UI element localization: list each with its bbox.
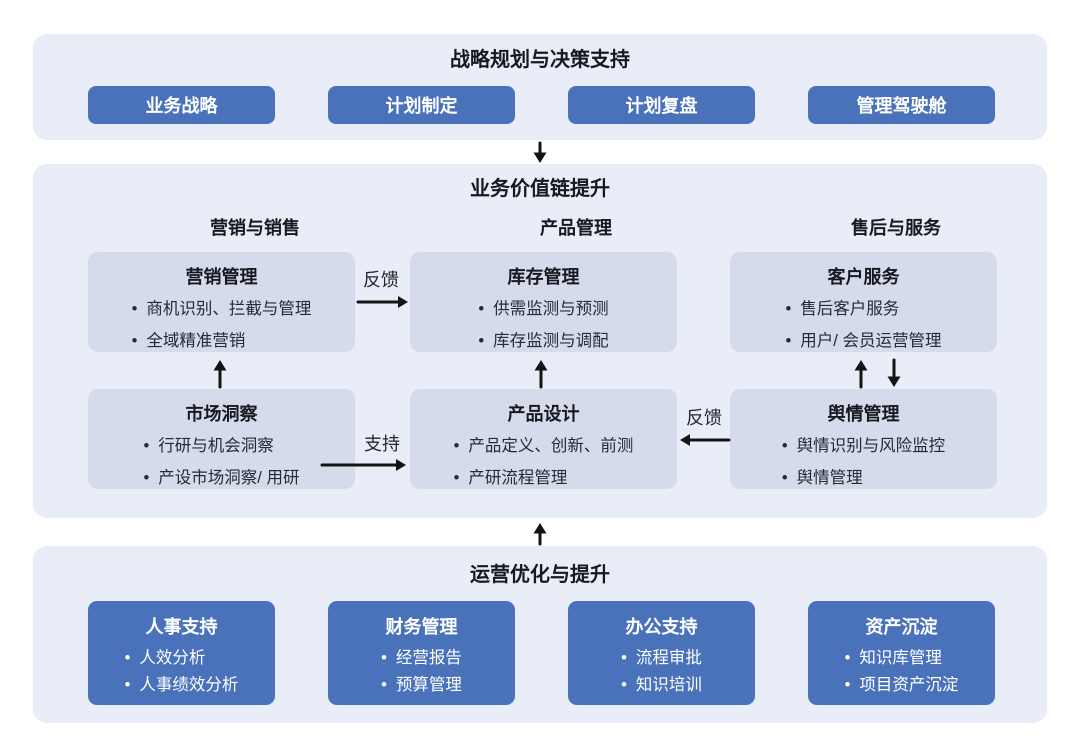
box-bullets: 售后客户服务 用户/ 会员运营管理: [786, 293, 942, 357]
box-hr-support: 人事支持 人效分析 人事绩效分析: [88, 601, 275, 705]
box-office-support: 办公支持 流程审批 知识培训: [568, 601, 755, 705]
box-finance-management: 财务管理 经营报告 预算管理: [328, 601, 515, 705]
bullet-item: 全域精准营销: [132, 325, 312, 357]
box-title: 人事支持: [145, 617, 218, 637]
box-asset-accumulation: 资产沉淀 知识库管理 项目资产沉淀: [808, 601, 995, 705]
bullet-item: 流程审批: [621, 645, 702, 672]
column-header-product-management: 产品管理: [540, 218, 612, 238]
box-title: 办公支持: [625, 617, 698, 637]
bullet-item: 舆情识别与风险监控: [782, 430, 946, 462]
operations-panel: 运营优化与提升 人事支持 人效分析 人事绩效分析 财务管理 经营报告 预算管理 …: [33, 546, 1047, 723]
bullet-item: 产品定义、创新、前测: [454, 430, 633, 462]
box-title: 舆情管理: [827, 404, 900, 424]
box-title: 财务管理: [385, 617, 458, 637]
box-bullets: 供需监测与预测 库存监测与调配: [478, 293, 609, 357]
strategy-panel: 战略规划与决策支持 业务战略 计划制定 计划复盘 管理驾驶舱: [33, 34, 1047, 140]
bullet-item: 用户/ 会员运营管理: [786, 325, 941, 357]
box-bullets: 经营报告 预算管理: [381, 645, 462, 699]
operations-panel-title: 运营优化与提升: [470, 564, 610, 586]
arrow-label-feedback-right: 反馈: [686, 408, 722, 428]
bullet-item: 项目资产沉淀: [845, 672, 958, 699]
box-title: 库存管理: [507, 267, 580, 287]
box-market-insight: 市场洞察 行研与机会洞察 产设市场洞察/ 用研: [88, 389, 355, 489]
box-bullets: 产品定义、创新、前测 产研流程管理: [454, 430, 634, 494]
arrow-up-operations-to-valuechain-icon: [533, 523, 547, 546]
box-title: 资产沉淀: [865, 617, 938, 637]
bullet-item: 舆情管理: [782, 462, 945, 494]
box-marketing-management: 营销管理 商机识别、拦截与管理 全域精准营销: [88, 252, 355, 352]
strategy-item-plan-making: 计划制定: [328, 86, 515, 124]
arrow-label-feedback-top: 反馈: [363, 270, 399, 290]
box-title: 客户服务: [827, 267, 900, 287]
box-title: 营销管理: [185, 267, 258, 287]
bullet-item: 产研流程管理: [454, 462, 634, 494]
bullet-item: 商机识别、拦截与管理: [132, 293, 311, 325]
box-bullets: 商机识别、拦截与管理 全域精准营销: [132, 293, 312, 357]
strategy-item-business-strategy: 业务战略: [88, 86, 275, 124]
box-bullets: 人效分析 人事绩效分析: [125, 645, 239, 699]
box-public-opinion-management: 舆情管理 舆情识别与风险监控 舆情管理: [730, 389, 997, 489]
box-bullets: 流程审批 知识培训: [621, 645, 702, 699]
box-bullets: 舆情识别与风险监控 舆情管理: [782, 430, 946, 494]
bullet-item: 产设市场洞察/ 用研: [144, 462, 299, 494]
box-inventory-management: 库存管理 供需监测与预测 库存监测与调配: [410, 252, 677, 352]
column-header-aftersales-service: 售后与服务: [851, 218, 941, 238]
bullet-item: 知识库管理: [845, 645, 959, 672]
bullet-item: 人事绩效分析: [125, 672, 238, 699]
column-header-marketing-sales: 营销与销售: [210, 218, 300, 238]
box-title: 产品设计: [507, 404, 580, 424]
bullet-item: 预算管理: [381, 672, 462, 699]
bullet-item: 库存监测与调配: [478, 325, 609, 357]
value-chain-panel: 业务价值链提升 营销与销售 产品管理 售后与服务 营销管理 商机识别、拦截与管理…: [33, 164, 1047, 518]
strategy-item-plan-review: 计划复盘: [568, 86, 755, 124]
bullet-item: 售后客户服务: [786, 293, 942, 325]
box-customer-service: 客户服务 售后客户服务 用户/ 会员运营管理: [730, 252, 997, 352]
bullet-item: 人效分析: [125, 645, 239, 672]
box-product-design: 产品设计 产品定义、创新、前测 产研流程管理: [410, 389, 677, 489]
arrow-label-support: 支持: [364, 434, 400, 454]
bullet-item: 行研与机会洞察: [144, 430, 300, 462]
box-title: 市场洞察: [185, 404, 258, 424]
box-bullets: 行研与机会洞察 产设市场洞察/ 用研: [144, 430, 300, 494]
value-chain-panel-title: 业务价值链提升: [470, 178, 610, 200]
strategy-panel-title: 战略规划与决策支持: [450, 49, 630, 71]
bullet-item: 供需监测与预测: [478, 293, 609, 325]
bullet-item: 知识培训: [621, 672, 702, 699]
arrow-down-strategy-to-valuechain-icon: [533, 141, 547, 163]
strategy-item-management-cockpit: 管理驾驶舱: [808, 86, 995, 124]
box-bullets: 知识库管理 项目资产沉淀: [845, 645, 959, 699]
bullet-item: 经营报告: [381, 645, 462, 672]
